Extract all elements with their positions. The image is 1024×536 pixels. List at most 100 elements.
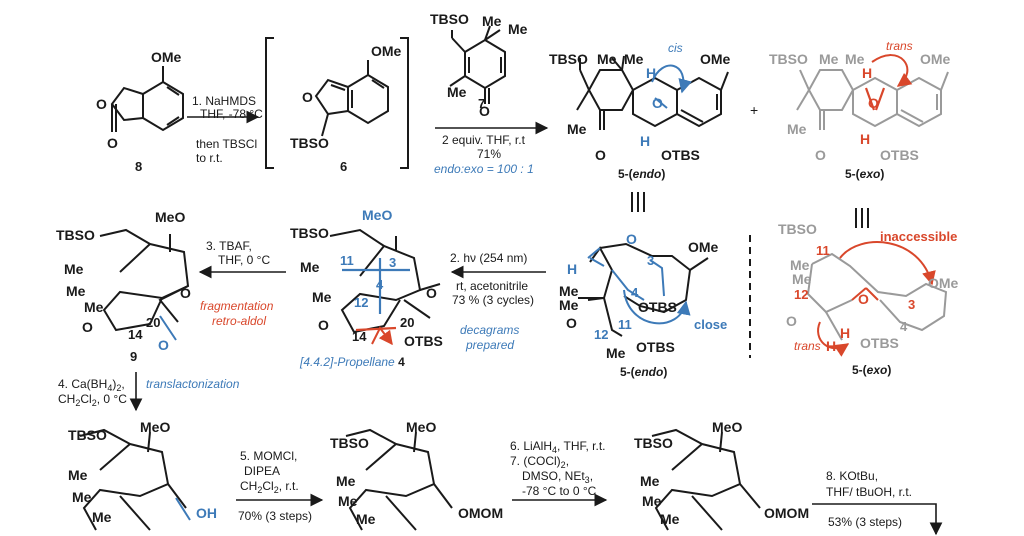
c6-O-ring: O xyxy=(302,89,313,105)
c10-Me1: Me xyxy=(68,467,88,483)
c7-O: O xyxy=(479,103,490,119)
c9-Me3: Me xyxy=(84,299,104,315)
c5endo-TBSO: TBSO xyxy=(549,51,588,67)
cis-arrow xyxy=(651,64,693,94)
c5endo-Me2: Me xyxy=(624,51,644,67)
step5-yield: 70% (3 steps) xyxy=(238,509,313,523)
endo3d-Me3: Me xyxy=(606,345,626,361)
c9-O-keto: O xyxy=(82,319,93,335)
c4-n12: 12 xyxy=(354,295,369,310)
label-compound-8: 8 xyxy=(135,159,143,174)
label-compound-6: 6 xyxy=(340,159,348,174)
endo3d-O: O xyxy=(626,231,637,247)
c10-Me3: Me xyxy=(92,509,112,525)
compound-5-endo-3d-structure xyxy=(578,242,709,337)
c9-TBSO: TBSO xyxy=(56,227,95,243)
c10-MeO: MeO xyxy=(140,419,171,435)
step1-line3: then TBSCl xyxy=(196,137,258,151)
bracket-left xyxy=(265,37,274,169)
c4-TBSO: TBSO xyxy=(290,225,329,241)
step5-line1: 5. MOMCl, xyxy=(240,449,298,463)
step1-line1: 1. NaHMDS xyxy=(192,94,257,108)
trans-arrow xyxy=(871,54,913,87)
c7-Me-b: Me xyxy=(508,21,528,37)
close-arrow xyxy=(623,289,691,325)
label-5-endo-3d: 5-(endo) xyxy=(620,365,668,379)
endo-3d-blue-overlay xyxy=(587,247,665,301)
compound-4-structure xyxy=(329,228,441,334)
c11-MeO: MeO xyxy=(406,419,437,435)
step8-line2: THF/ tBuOH, r.t. xyxy=(826,485,913,499)
c12-TBSO: TBSO xyxy=(634,435,673,451)
step2-note2: prepared xyxy=(466,338,515,352)
exo3d-trans: trans xyxy=(794,339,821,353)
compound-6-structure xyxy=(314,60,389,137)
c9-O-carbonyl: O xyxy=(158,337,169,353)
c4-O-keto: O xyxy=(318,317,329,333)
c10-Me2: Me xyxy=(72,489,92,505)
step8-yield: 53% (3 steps) xyxy=(828,515,903,529)
label-5-exo-3d: 5-(exo) xyxy=(852,363,892,377)
compound-12-structure xyxy=(651,428,761,531)
exo-bridge xyxy=(864,87,886,111)
exo3d-n12: 12 xyxy=(794,287,809,302)
label-compound-9: 9 xyxy=(130,349,138,364)
step8-line1: 8. KOtBu, xyxy=(826,469,879,483)
exo3d-OTBS: OTBS xyxy=(860,335,899,351)
step3-note1: fragmentation xyxy=(200,299,274,313)
compound-7-structure xyxy=(449,25,506,104)
endo3d-H: H xyxy=(567,261,578,277)
c4-n4: 4 xyxy=(376,277,384,292)
c5exo-H1: H xyxy=(862,65,873,81)
step2-note1: decagrams xyxy=(460,323,520,337)
exo3d-O2: O xyxy=(786,313,797,329)
exo3d-OMe: OMe xyxy=(928,275,959,291)
exo3d-H2: H xyxy=(826,338,837,354)
da-line1: 2 equiv. THF, r.t xyxy=(442,133,525,147)
exo-trans-arrow xyxy=(817,321,850,357)
c5exo-TBSO: TBSO xyxy=(769,51,808,67)
c8-O-ring: O xyxy=(96,96,107,112)
step7-line2: DMSO, NEt3, xyxy=(522,469,594,485)
c8-OMe: OMe xyxy=(151,49,182,65)
step3-line1: 3. TBAF, xyxy=(206,239,252,253)
endo3d-OTBS2: OTBS xyxy=(636,339,675,355)
endo-bridge xyxy=(654,97,668,109)
exo3d-H1: H xyxy=(840,325,851,341)
c12-Me3: Me xyxy=(660,511,680,527)
endo3d-O2: O xyxy=(566,315,577,331)
c5endo-Me1: Me xyxy=(597,51,617,67)
c4-OTBS: OTBS xyxy=(404,333,443,349)
step2-line1: 2. hν (254 nm) xyxy=(450,251,528,265)
c5endo-H1: H xyxy=(646,65,657,81)
c5exo-trans: trans xyxy=(886,39,913,53)
c5exo-OTBS: OTBS xyxy=(880,147,919,163)
c9-O-lactone: O xyxy=(180,285,191,301)
exo3d-Me1: Me xyxy=(790,257,810,273)
c5exo-Me1: Me xyxy=(819,51,839,67)
c5endo-OTBS: OTBS xyxy=(661,147,700,163)
compound-5-endo-top-structure xyxy=(576,55,729,130)
c11-Me3: Me xyxy=(356,511,376,527)
c9-Me1: Me xyxy=(64,261,84,277)
step1-line2: THF, -78 °C xyxy=(200,107,263,121)
c4-Me2: Me xyxy=(312,289,332,305)
exo3d-inaccessible: inaccessible xyxy=(880,229,958,244)
endo3d-n4: 4 xyxy=(631,285,639,300)
c9-MeO: MeO xyxy=(155,209,186,225)
exo-3d-red-bridge xyxy=(851,287,879,301)
step5-line3: CH2Cl2, r.t. xyxy=(240,479,299,495)
c5endo-Me3: Me xyxy=(567,121,587,137)
step1-line4: to r.t. xyxy=(196,151,223,165)
endo3d-close: close xyxy=(694,317,728,332)
c12-Me2: Me xyxy=(642,493,662,509)
c4-Me1: Me xyxy=(300,259,320,275)
equivalence-bars xyxy=(631,192,869,228)
compound-5-exo-structure xyxy=(796,69,949,130)
compound-8-structure xyxy=(110,66,184,132)
bracket-right xyxy=(400,37,409,169)
propellane-arrow xyxy=(371,326,393,346)
c4-n14: 14 xyxy=(352,329,367,344)
exo3d-Me2: Me xyxy=(792,271,812,287)
